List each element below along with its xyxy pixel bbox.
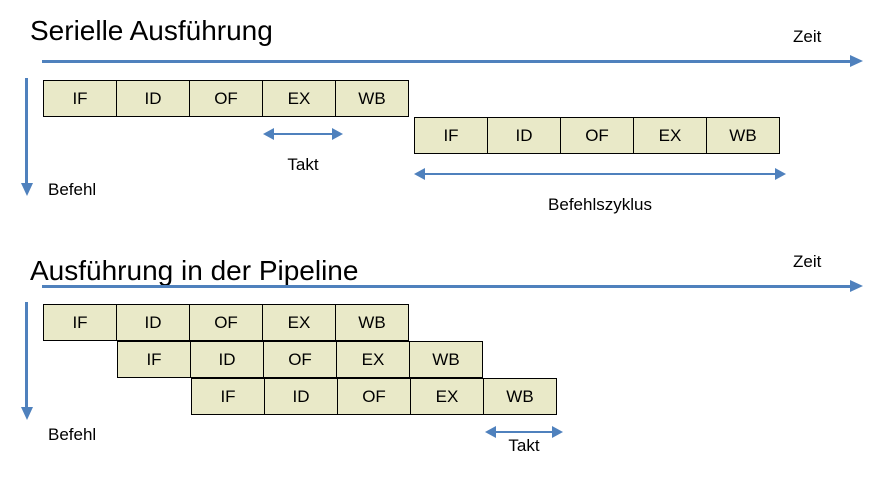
serial-instruction-axis-shaft: [25, 78, 28, 184]
serial-time-axis-arrow: [42, 55, 863, 69]
pipeline-instruction-axis-label: Befehl: [48, 425, 97, 444]
stage-box: ID: [116, 304, 190, 341]
stage-box: EX: [336, 341, 410, 378]
pipeline-instruction-axis-shaft: [25, 302, 28, 408]
stage-box: EX: [262, 80, 336, 117]
pipeline-takt-arrowhead-left-icon: [485, 426, 496, 438]
pipeline-instruction-row-2: IF ID OF EX WB: [117, 341, 487, 378]
stage-box: WB: [409, 341, 483, 378]
stage-box: IF: [414, 117, 488, 154]
stage-box: IF: [43, 304, 117, 341]
pipeline-time-axis-arrow: [42, 280, 863, 294]
stage-box: IF: [43, 80, 117, 117]
serial-befehlszyklus-arrowhead-left-icon: [414, 168, 425, 180]
serial-takt-arrowhead-right-icon: [332, 128, 343, 140]
serial-execution-panel: Serielle Ausführung Zeit Befehl IF ID OF…: [0, 0, 887, 240]
stage-box: ID: [264, 378, 338, 415]
serial-time-axis-label: Zeit: [793, 27, 822, 46]
serial-instruction-axis-arrow: [20, 78, 34, 196]
stage-box: OF: [337, 378, 411, 415]
serial-befehlszyklus-arrowhead-right-icon: [775, 168, 786, 180]
pipeline-execution-panel: Ausführung in der Pipeline Zeit Befehl I…: [0, 240, 887, 483]
serial-instruction-row-1: IF ID OF EX WB: [43, 80, 413, 117]
stage-box: IF: [117, 341, 191, 378]
pipeline-takt-measure-arrow: [485, 426, 563, 438]
pipeline-instruction-row-3: IF ID OF EX WB: [191, 378, 561, 415]
pipeline-panel-title: Ausführung in der Pipeline: [30, 255, 359, 286]
stage-box: OF: [263, 341, 337, 378]
serial-takt-label: Takt: [287, 155, 319, 174]
stage-box: WB: [706, 117, 780, 154]
pipeline-takt-shaft: [494, 431, 554, 433]
serial-takt-shaft: [272, 133, 334, 135]
serial-time-axis-arrowhead-icon: [850, 55, 863, 67]
stage-box: OF: [560, 117, 634, 154]
stage-box: EX: [410, 378, 484, 415]
stage-box: IF: [191, 378, 265, 415]
stage-box: WB: [483, 378, 557, 415]
serial-time-axis-shaft: [42, 60, 852, 63]
stage-box: EX: [633, 117, 707, 154]
stage-box: OF: [189, 304, 263, 341]
pipeline-takt-arrowhead-right-icon: [552, 426, 563, 438]
stage-box: ID: [487, 117, 561, 154]
pipeline-takt-label: Takt: [508, 436, 540, 455]
stage-box: WB: [335, 80, 409, 117]
stage-box: ID: [116, 80, 190, 117]
pipeline-instruction-axis-arrow: [20, 302, 34, 420]
serial-befehlszyklus-label: Befehlszyklus: [548, 195, 652, 214]
pipeline-time-axis-arrowhead-icon: [850, 280, 863, 292]
stage-box: OF: [189, 80, 263, 117]
serial-befehlszyklus-measure-arrow: [414, 168, 786, 180]
serial-takt-arrowhead-left-icon: [263, 128, 274, 140]
serial-takt-measure-arrow: [263, 128, 343, 140]
stage-box: ID: [190, 341, 264, 378]
pipeline-instruction-axis-arrowhead-icon: [21, 407, 33, 420]
stage-box: EX: [262, 304, 336, 341]
serial-instruction-row-2: IF ID OF EX WB: [414, 117, 784, 154]
serial-instruction-axis-arrowhead-icon: [21, 183, 33, 196]
pipeline-time-axis-label: Zeit: [793, 252, 822, 271]
serial-panel-title: Serielle Ausführung: [30, 15, 273, 46]
serial-befehlszyklus-shaft: [423, 173, 777, 175]
pipeline-time-axis-shaft: [42, 285, 852, 288]
stage-box: WB: [335, 304, 409, 341]
serial-instruction-axis-label: Befehl: [48, 180, 97, 199]
pipeline-instruction-row-1: IF ID OF EX WB: [43, 304, 413, 341]
